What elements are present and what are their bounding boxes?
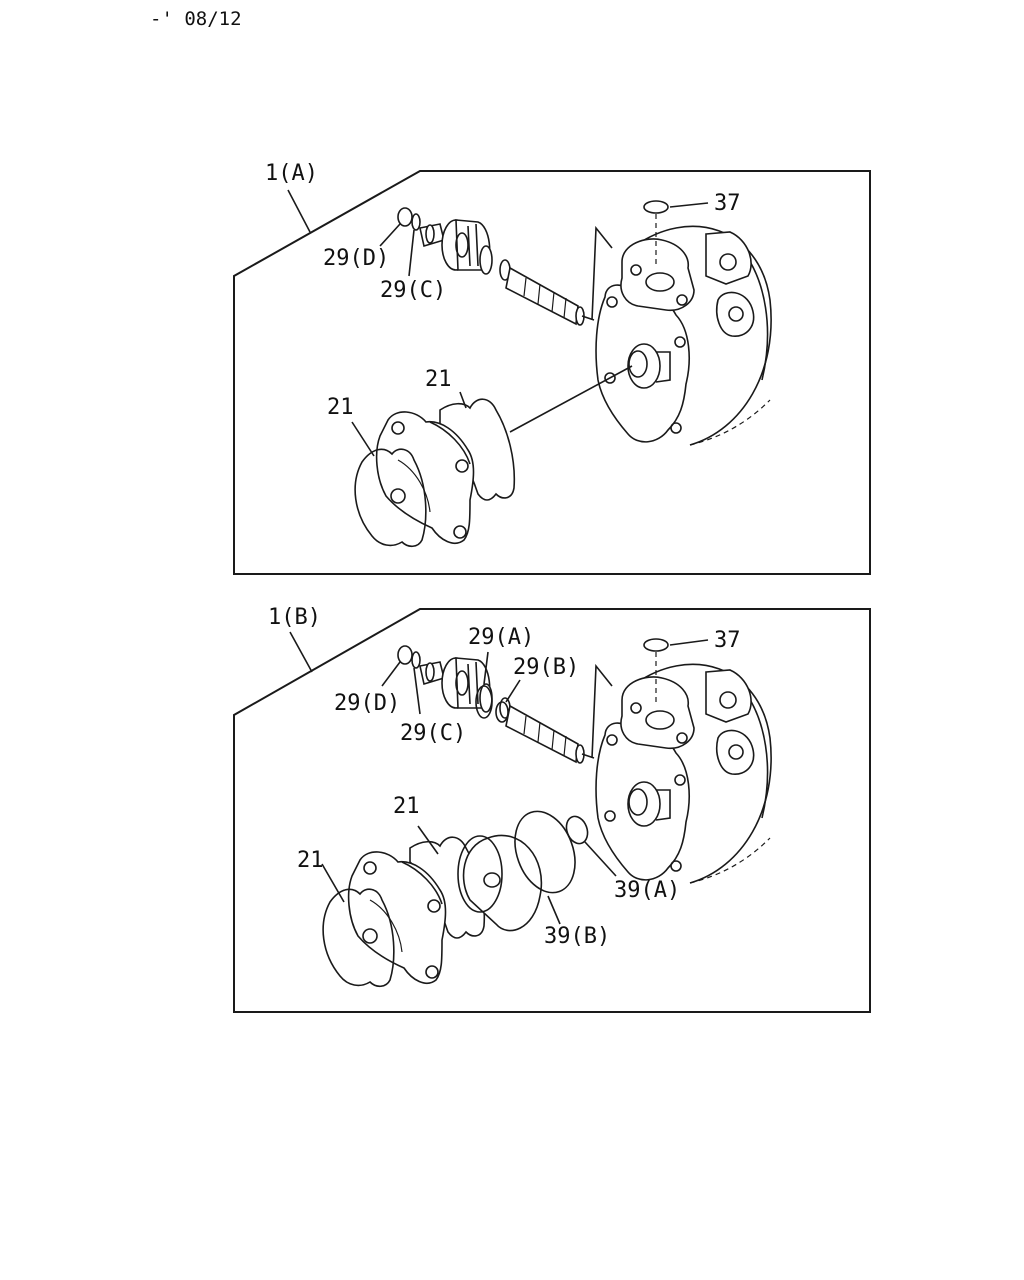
label-37: 37 (714, 628, 741, 653)
seal-29c-ring (411, 651, 421, 669)
label-29a: 29(A) (468, 625, 534, 650)
panel-1b-title: 1(B) (268, 605, 321, 630)
label-29d: 29(D) (334, 691, 400, 716)
label-37: 37 (714, 191, 741, 216)
oring-39a (565, 815, 589, 845)
front-cover (347, 851, 447, 985)
panel-1b-frame (233, 608, 871, 1013)
label-21-rear: 21 (393, 794, 420, 819)
oring-37 (643, 200, 669, 214)
panel-1a: 1(A) 29(D) 29(C) 37 21 21 (233, 161, 871, 575)
valve-spool (419, 219, 595, 326)
label-29b: 29(B) (513, 655, 579, 680)
seal-29c-ring (411, 213, 421, 231)
oring-39b (514, 810, 576, 894)
oring-37 (643, 638, 669, 652)
document-code: -' 08/12 (150, 8, 242, 30)
panel-1a-title: 1(A) (265, 161, 318, 186)
seal-29d-ring (397, 207, 413, 227)
pump-body (591, 225, 772, 446)
label-39b: 39(B) (544, 924, 610, 949)
label-21-rear: 21 (425, 367, 452, 392)
piston-disc (457, 834, 543, 932)
label-21-front: 21 (327, 395, 354, 420)
panel-1b: 1(B) 29(A) 29(B) 29(D) 29(C) 37 21 21 (233, 605, 871, 1013)
label-29c: 29(C) (400, 721, 466, 746)
label-21-front: 21 (297, 848, 324, 873)
label-39a: 39(A) (614, 878, 680, 903)
label-29d: 29(D) (323, 246, 389, 271)
seal-29d-ring (397, 645, 413, 665)
label-29c: 29(C) (380, 278, 446, 303)
panel-1a-frame (233, 170, 871, 575)
seal-29b-ring (495, 701, 509, 723)
pump-body (591, 663, 772, 884)
seal-29a-ring (475, 685, 493, 719)
